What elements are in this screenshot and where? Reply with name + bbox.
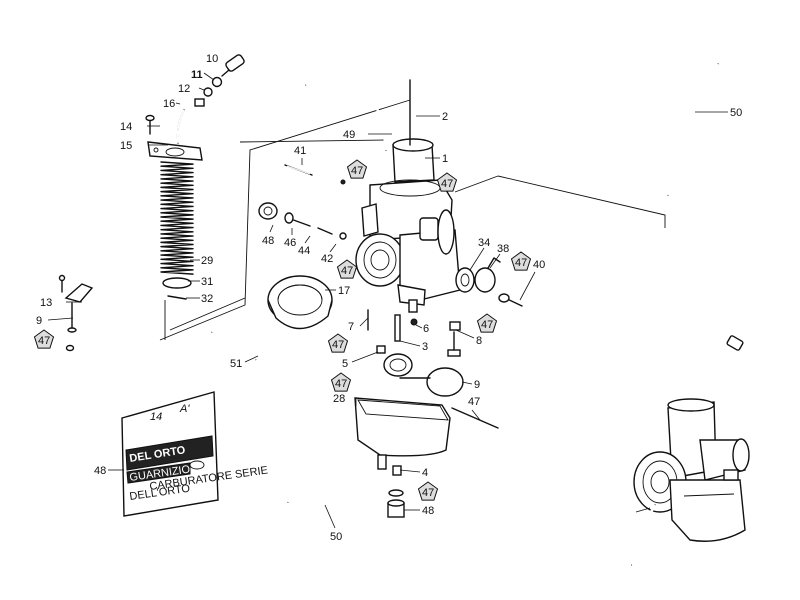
float-needle-valve — [447, 321, 461, 357]
callout-12: 12 — [178, 83, 190, 95]
kit-marker-47: 47 — [510, 251, 532, 271]
kit-marker-47: 47 — [346, 159, 368, 179]
callout-10: 10 — [206, 53, 218, 65]
callout-47-kit: 48 — [94, 465, 106, 477]
callout-labels: 2 1 49 50 10 11 12 16 14 15 29 31 32 13 … — [36, 53, 742, 543]
mixture-screw — [284, 212, 311, 227]
callout-5: 5 — [342, 358, 348, 370]
kit-marker-47: 47 — [476, 313, 498, 333]
callout-4: 4 — [422, 467, 428, 479]
callout-3: 3 — [422, 341, 428, 353]
bowl-bolt — [387, 489, 405, 518]
callout-48-top: 49 — [343, 129, 355, 141]
callout-48-bottom-label: 50 — [330, 531, 342, 543]
adjuster-screw — [221, 54, 245, 77]
callout-16: 16 — [163, 98, 175, 110]
lock-nut — [211, 76, 223, 88]
kit-marker-47: 47 — [417, 481, 439, 501]
kit-marker-label: 47 — [38, 335, 50, 347]
leader-lines — [47, 72, 728, 529]
kit-handwritten-b: A' — [179, 403, 190, 415]
callout-26: 28 — [333, 393, 345, 405]
cable-adjuster-assembly — [145, 54, 245, 161]
callout-11: 11 — [191, 69, 203, 81]
kit-marker-label: 47 — [481, 319, 493, 331]
callout-8: 8 — [476, 335, 482, 347]
idle-screw — [284, 164, 313, 176]
throttle-spring — [160, 161, 194, 275]
reference-lines — [159, 99, 666, 341]
callout-32: 38 — [497, 243, 509, 255]
idle-screw-spring — [340, 179, 346, 185]
callout-17: 13 — [40, 297, 52, 309]
kit-marker-47: 47 — [436, 172, 458, 192]
callout-1: 1 — [442, 153, 448, 165]
vent-hose-right — [667, 63, 719, 196]
cable-cap — [203, 87, 213, 97]
callout-46: 48 — [422, 505, 434, 517]
o-ring — [339, 232, 347, 240]
callout-48-right: 50 — [730, 107, 742, 119]
assembled-carburetor — [631, 335, 750, 567]
choke-cover — [474, 257, 501, 293]
kit-marker-47: 47 — [327, 333, 349, 353]
callout-34: 40 — [533, 259, 545, 271]
gasket-kit-packet: 14 A' DEL ORTO GUARNIZIONI CARBURATORE S… — [121, 391, 269, 517]
air-filter-ring — [267, 275, 333, 330]
drain-plug — [392, 465, 402, 476]
atomizer — [394, 314, 401, 342]
callout-49: 48 — [262, 235, 274, 247]
callout-15: 15 — [120, 140, 132, 152]
spring-seat-washer — [162, 277, 192, 289]
callout-13: 9 — [36, 315, 42, 327]
callout-31: 34 — [478, 237, 490, 249]
kit-marker-47: 47 — [336, 259, 358, 279]
callout-50: 51 — [230, 358, 242, 370]
mixing-chamber-cover — [147, 141, 203, 161]
kit-marker-label: 47 — [351, 165, 363, 177]
callout-23: 17 — [338, 285, 350, 297]
callout-44: 47 — [468, 396, 480, 408]
kit-marker-label: 47 — [422, 487, 434, 499]
callout-40: 42 — [321, 253, 333, 265]
kit-marker-47: 47 — [330, 372, 352, 392]
starter-jet — [410, 318, 418, 326]
callout-2: 2 — [442, 111, 448, 123]
callout-6: 6 — [423, 323, 429, 335]
kit-handwritten-a: 14 — [150, 411, 162, 423]
kit-marker-label: 47 — [332, 339, 344, 351]
callout-42: 46 — [284, 237, 296, 249]
choke-screw — [498, 293, 523, 307]
drain-hose — [287, 461, 383, 503]
callout-27: 29 — [201, 255, 213, 267]
choke-lever-assembly — [58, 274, 94, 352]
callout-9-visible: 9 — [474, 379, 480, 391]
cable-stop — [194, 98, 205, 107]
callout-29: 32 — [201, 293, 213, 305]
callout-28: 31 — [201, 276, 213, 288]
float-bowl — [354, 397, 451, 470]
idle-jet — [376, 345, 386, 354]
kit-marker-label: 47 — [441, 178, 453, 190]
mixing-chamber-screw — [145, 114, 155, 135]
choke-valve — [455, 267, 475, 293]
kit-marker-label: 47 — [335, 378, 347, 390]
float — [383, 353, 464, 397]
mixture-screw-spring — [317, 227, 333, 235]
callout-7: 7 — [348, 321, 354, 333]
kit-marker-label: 47 — [341, 265, 353, 277]
float-pin — [451, 407, 499, 429]
kit-marker-label: 47 — [515, 257, 527, 269]
callout-14: 14 — [120, 121, 132, 133]
callout-38: 41 — [294, 145, 306, 157]
carburetor-body — [355, 79, 461, 313]
needle-clip — [167, 295, 187, 300]
kit-marker-47: 47 — [33, 329, 55, 349]
pilot-jet-cap — [258, 202, 278, 220]
callout-41: 44 — [298, 245, 310, 257]
